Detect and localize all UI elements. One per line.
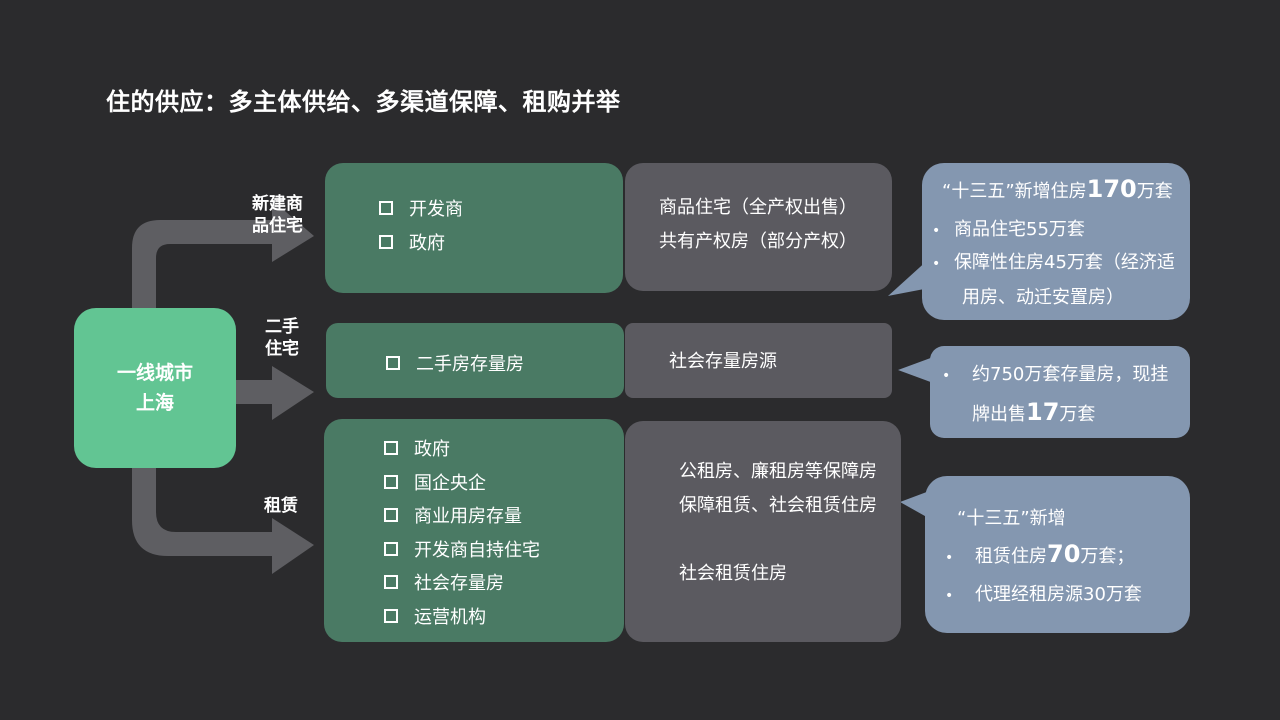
rental-products-panel: 公租房、廉租房等保障房 保障租赁、社会租赁住房 社会租赁住房 [625,421,901,642]
note-bullet: •商品住宅55万套 [932,219,1085,240]
second-hand-note-tail [898,356,936,384]
list-item: 国企央企 [384,469,486,495]
checkbox-square-icon [384,441,398,455]
center-line1: 一线城市 [116,362,193,384]
bullet-icon: • [945,588,954,604]
bullet-icon: • [942,368,951,384]
checkbox-square-icon [386,356,400,370]
new-home-suppliers-panel: 开发商 政府 [325,163,623,293]
note-heading: “十三五”新增 [957,508,1066,529]
note-bullet: •保障性住房45万套（经济适 [932,252,1175,273]
arrow-to-rental [132,468,314,574]
bullet-icon: • [945,550,954,566]
note-bullet: •代理经租房源30万套 [945,584,1142,605]
list-item: 商业用房存量 [384,502,522,528]
list-item: 运营机构 [384,603,486,629]
arrow-to-second-hand [236,366,314,420]
category-new-home: 新建商 品住宅 [252,194,303,236]
product-text: 社会租赁住房 [679,563,787,584]
checkbox-square-icon [379,201,393,215]
category-second-hand: 二手 住宅 [265,317,299,359]
category-rental: 租赁 [264,496,298,516]
note-bullet-continuation: 用房、动迁安置房） [962,287,1124,308]
product-text: 共有产权房（部分产权） [659,231,857,252]
arrow-to-new-home [132,200,314,308]
center-line2: 上海 [135,392,174,414]
bullet-icon: • [932,223,941,239]
center-node: 一线城市 上海 [74,308,236,468]
list-item: 开发商 [379,195,463,221]
checkbox-square-icon [384,542,398,556]
rental-suppliers-panel: 政府 国企央企 商业用房存量 开发商自持住宅 社会存量房 运营机构 [324,419,624,642]
product-text: 商品住宅（全产权出售） [659,197,857,218]
bullet-icon: • [932,256,941,272]
list-item: 社会存量房 [384,569,504,595]
checkbox-square-icon [384,508,398,522]
checkbox-square-icon [384,609,398,623]
checkbox-square-icon [379,235,393,249]
list-item: 政府 [384,435,450,461]
second-hand-products-panel: 社会存量房源 [625,323,892,398]
list-item: 二手房存量房 [386,350,524,376]
product-text: 社会存量房源 [669,351,777,372]
note-bullet: •约750万套存量房，现挂 [942,364,1169,385]
checkbox-square-icon [384,475,398,489]
rental-note-tail [900,490,932,520]
page-title: 住的供应：多主体供给、多渠道保障、租购并举 [106,88,621,116]
second-hand-suppliers-panel: 二手房存量房 [326,323,624,398]
product-text: 保障租赁、社会租赁住房 [679,495,877,516]
product-text: 公租房、廉租房等保障房 [679,461,877,482]
checkbox-square-icon [384,575,398,589]
new-home-products-panel: 商品住宅（全产权出售） 共有产权房（部分产权） [625,163,892,291]
list-item: 政府 [379,229,445,255]
list-item: 开发商自持住宅 [384,536,540,562]
